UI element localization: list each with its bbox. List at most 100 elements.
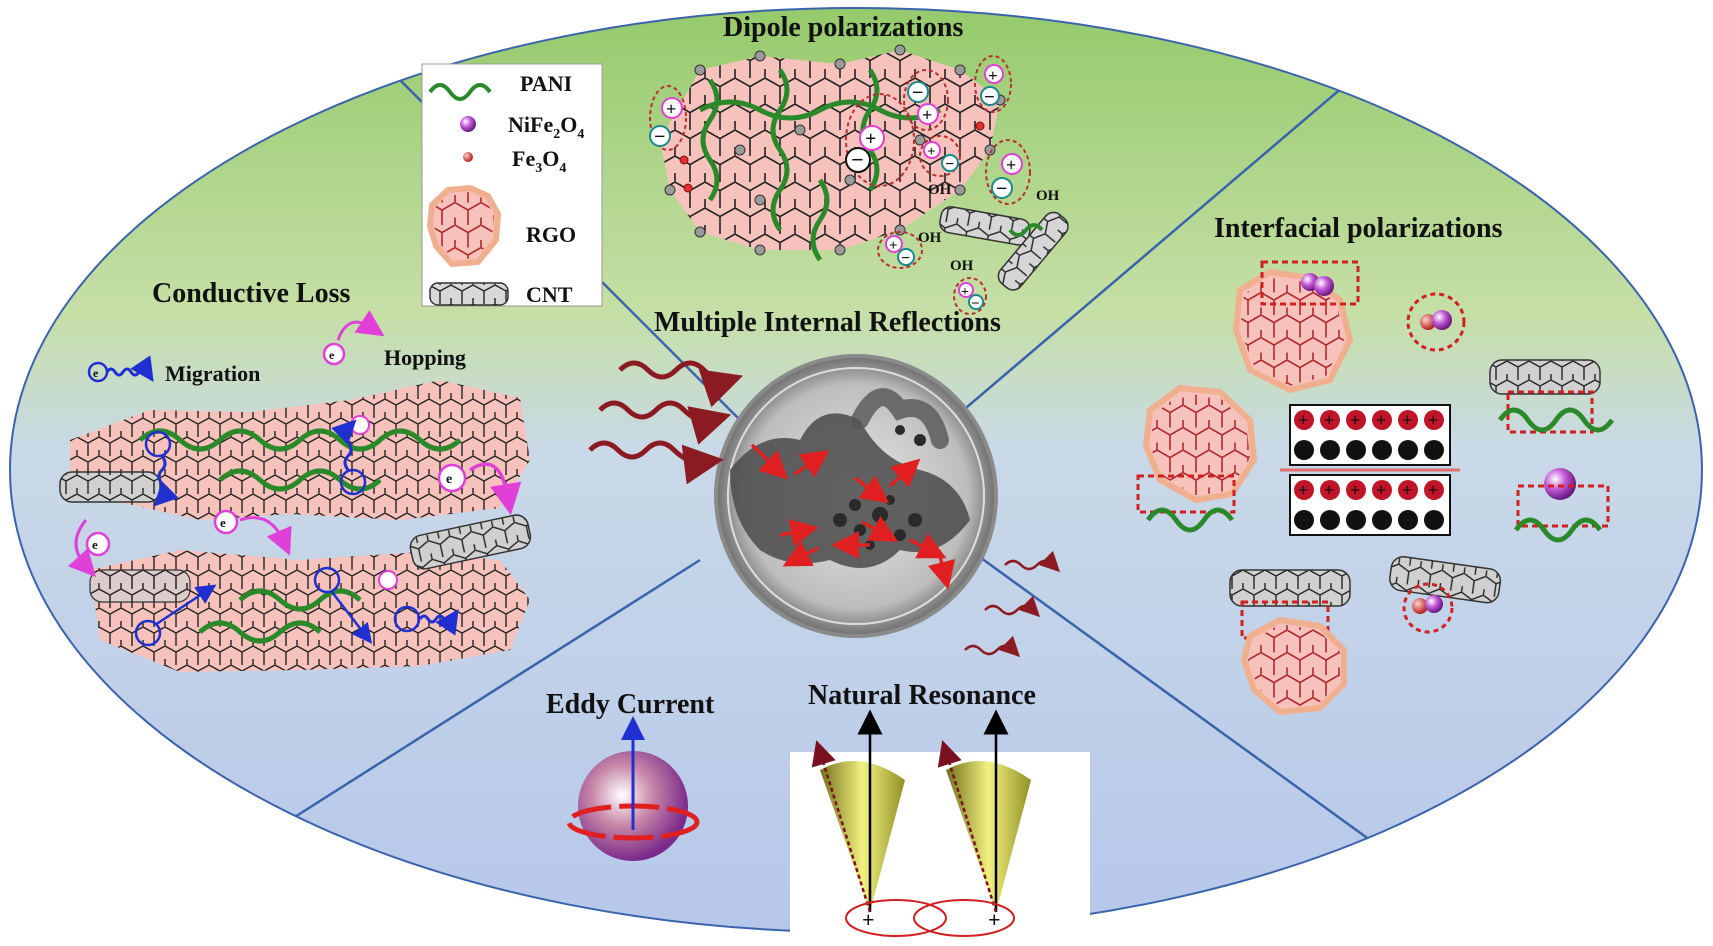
resonance-plus-sign: + [988,907,1001,932]
dipole-plus-sign: + [961,285,969,300]
legend-fe3o4-label: Fe3O4 [512,146,566,176]
plus-sign: + [1324,410,1334,430]
negative-charge [1424,510,1444,530]
hopping-label-group: e Hopping [322,310,466,370]
positive-charge [1320,480,1340,500]
natural-resonance-panel: + + [790,709,1090,942]
minus-sign: − [1324,510,1334,530]
minus-sign: − [1350,440,1360,460]
electron-symbol: e [93,366,99,380]
dipole-minus-sign: − [971,296,980,312]
minus-sign: − [1298,440,1308,460]
plus-sign: + [1376,480,1386,500]
dipole-minus-sign: − [912,82,923,104]
oh-group-label: OH [928,182,952,198]
plus-sign: + [1376,410,1386,430]
migration-label-group: e Migration [87,355,260,386]
plus-sign: + [1428,410,1438,430]
minus-sign: − [1298,510,1308,530]
upper-rgo-sheet [70,380,530,520]
negative-charge [1294,510,1314,530]
nife2o4-legend-icon [460,116,476,132]
multiple-reflections-title: Multiple Internal Reflections [654,307,1001,338]
outgoing-em-waves [964,550,1061,658]
interfacial-rgo-top [1232,260,1360,394]
plus-sign: + [1428,480,1438,500]
negative-charge [1398,440,1418,460]
resonance-title: Natural Resonance [808,680,1036,711]
electron-symbol: e [220,515,226,530]
dipole-minus-sign: − [851,147,864,172]
positive-charge [1294,480,1314,500]
dipole-pairs: + − + − + − + − + − + − + − + − [649,55,1031,315]
charge-layers: ++++++−−−−−−++++++−−−−−− [1280,404,1460,536]
interfacial-title: Interfacial polarizations [1214,213,1503,244]
left-cnt-tube [59,471,161,503]
negative-charge [1346,510,1366,530]
negative-charge [1346,440,1366,460]
plus-sign: + [1350,480,1360,500]
positive-charge [1398,410,1418,430]
dipole-cnt-tubes: OH OH OH OH [918,182,1069,291]
positive-charge [1320,410,1340,430]
dipole-minus-sign: − [945,156,954,173]
dipole-title: Dipole polarizations [723,12,963,43]
dipole-plus-sign: + [927,144,936,160]
minus-sign: − [1428,510,1438,530]
dipole-plus-sign: + [666,99,676,119]
positive-charge [1398,480,1418,500]
interfacial-particle-circle [1406,292,1466,352]
dipole-plus-sign: + [889,238,898,254]
right-cnt-tube [89,514,532,603]
plus-sign: + [1402,410,1412,430]
resonance-plus-sign: + [862,907,875,932]
positive-charge [1424,410,1444,430]
plus-sign: + [1402,480,1412,500]
migration-label: Migration [165,361,260,386]
interfacial-cnt-rgo [1229,569,1351,716]
pani-legend-icon [428,83,492,101]
lower-rgo-sheet [90,550,530,672]
positive-charge [1346,410,1366,430]
interfacial-cnt-particle [1389,556,1502,634]
electron-symbol: e [92,537,98,552]
dipole-minus-sign: − [984,87,995,108]
negative-charge [1424,440,1444,460]
eddy-current-sphere [566,716,700,861]
incident-em-waves [588,360,743,485]
conductive-title: Conductive Loss [152,278,350,309]
plus-sign: + [1324,480,1334,500]
fe3o4-legend-icon [463,152,473,162]
legend-cnt-label: CNT [526,282,573,307]
dipole-plus-sign: + [1006,155,1016,175]
dipole-plus-sign: + [988,66,998,85]
legend-rgo-label: RGO [526,222,576,247]
oh-group-label: OH [1036,188,1060,204]
electron-symbol: e [329,348,335,362]
minus-sign: − [1324,440,1334,460]
dipole-plus-sign: + [922,105,932,125]
negative-charge [1294,440,1314,460]
negative-charge [1398,510,1418,530]
oh-group-label: OH [950,258,974,274]
dipole-minus-sign: − [996,178,1007,200]
legend-pani-label: PANI [520,71,572,96]
positive-charge [1294,410,1314,430]
interfacial-rgo-left [1136,384,1258,533]
hopping-electrons: e e e [67,415,522,590]
tem-image-circle [714,354,998,638]
migration-electrons [134,419,459,647]
dipole-plus-sign: + [865,128,876,150]
negative-charge [1320,510,1340,530]
interfacial-particle-pani [1513,468,1610,543]
plus-sign: + [1350,410,1360,430]
positive-charge [1372,410,1392,430]
plus-sign: + [1298,480,1308,500]
positive-charge [1346,480,1366,500]
dipole-minus-sign: − [654,126,665,148]
interfacial-cnt-pani [1489,359,1615,434]
minus-sign: − [1428,440,1438,460]
internal-reflection-arrows [750,443,956,590]
